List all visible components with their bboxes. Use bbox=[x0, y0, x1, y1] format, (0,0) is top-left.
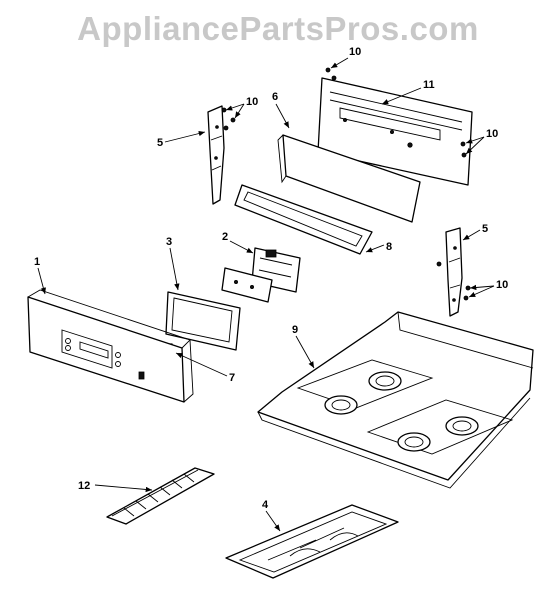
callout-11: 11 bbox=[423, 79, 435, 91]
callout-10-b: 10 bbox=[349, 46, 361, 58]
callout-7: 7 bbox=[229, 372, 235, 384]
callout-4: 4 bbox=[262, 499, 269, 511]
callout-9: 9 bbox=[292, 324, 298, 336]
callout-3: 3 bbox=[166, 236, 172, 248]
part-5-side-bracket-right bbox=[445, 227, 463, 317]
callout-8: 8 bbox=[386, 241, 392, 253]
part-11-backguard bbox=[317, 77, 473, 186]
callout-10-a: 10 bbox=[246, 96, 258, 108]
callout-1: 1 bbox=[34, 256, 40, 268]
callout-labels: 1 2 3 4 5 5 6 7 8 9 10 10 10 10 11 12 bbox=[34, 46, 508, 511]
part-8-vent-trim bbox=[234, 184, 373, 255]
callout-10-d: 10 bbox=[496, 279, 508, 291]
callout-12: 12 bbox=[78, 480, 90, 492]
part-9-cooktop bbox=[257, 311, 534, 489]
part-2-control-board bbox=[221, 247, 301, 303]
leader-lines bbox=[37, 57, 495, 532]
watermark-text: AppliancePartsPros.com bbox=[77, 10, 479, 47]
part-1-control-panel bbox=[27, 289, 194, 403]
part-6-trim-strip bbox=[277, 134, 421, 223]
part-3-display-overlay bbox=[165, 291, 241, 351]
part-12-vent-grille bbox=[106, 467, 215, 525]
callout-2: 2 bbox=[222, 231, 228, 243]
callout-5-left: 5 bbox=[157, 137, 163, 149]
part-5-side-bracket-left bbox=[207, 105, 225, 205]
callout-6: 6 bbox=[272, 91, 278, 103]
callout-5-right: 5 bbox=[482, 223, 488, 235]
callout-10-c: 10 bbox=[486, 128, 498, 140]
part-4-grate bbox=[225, 504, 399, 579]
screws-10 bbox=[221, 67, 471, 301]
